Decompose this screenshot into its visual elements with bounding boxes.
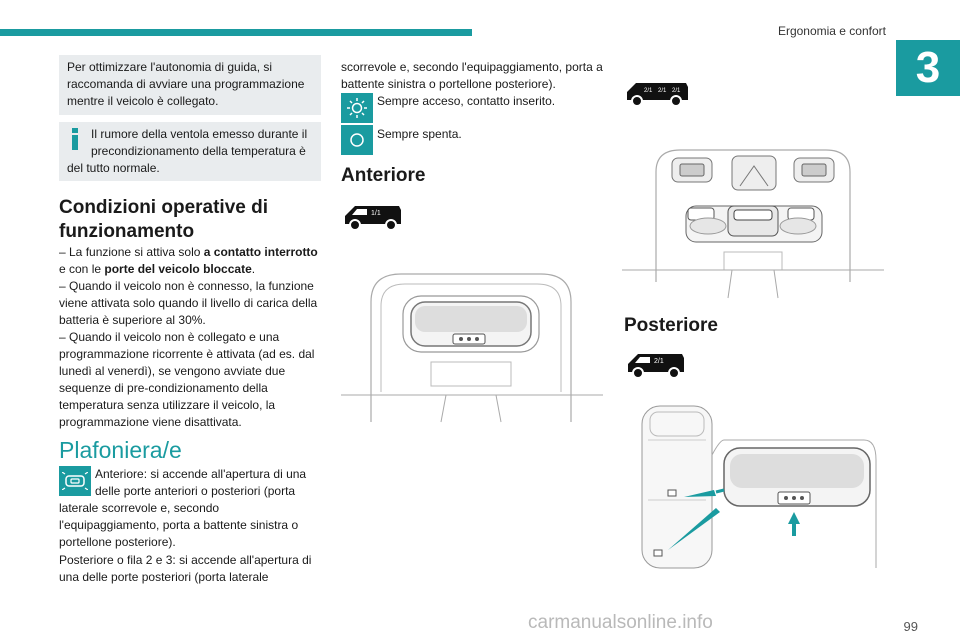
watermark: carmanualsonline.info <box>528 612 713 633</box>
van-icon-multi: 2/1 2/1 2/1 <box>627 83 688 107</box>
info-text: Il rumore della ventola emesso durante i… <box>67 127 308 175</box>
conditions-heading: Condizioni operative di funzionamento <box>59 197 269 242</box>
rear-lamp-illustration <box>641 405 877 569</box>
plafoniera-rear-text-part2: Posteriore o fila 2 e 3: si accende all'… <box>341 60 603 91</box>
condition-item-3: – Quando il veicolo non è collegato e un… <box>59 330 315 429</box>
van-badge-front: 1/1 <box>371 210 381 217</box>
chapter-title: Ergonomia e confort <box>777 24 886 38</box>
door-light-icon <box>59 466 91 496</box>
overhead-console-illustration <box>622 149 884 299</box>
van-badge-multi-1: 2/1 <box>644 88 653 94</box>
plafoniera-rear-text-part1: Posteriore o fila 2 e 3: si accende all'… <box>59 553 312 584</box>
van-badge-multi-3: 2/1 <box>672 88 681 94</box>
plafoniera-front-text: Anteriore: si accende all'apertura di un… <box>59 466 307 549</box>
anteriore-heading: Anteriore <box>341 165 426 186</box>
page-number: 99 <box>903 619 918 634</box>
van-badge-rear: 2/1 <box>654 358 664 365</box>
light-off-icon <box>341 125 373 155</box>
tip-box: Per ottimizzare l'autonomia di guida, si… <box>59 55 321 115</box>
info-box: Il rumore della ventola emesso durante i… <box>59 122 321 181</box>
posteriore-heading: Posteriore <box>624 315 718 336</box>
van-badge-multi-2: 2/1 <box>658 88 667 94</box>
light-on-text: Sempre acceso, contatto inserito. <box>377 94 556 108</box>
condition-item-2: – Quando il veicolo non è connesso, la f… <box>59 279 318 327</box>
conditions-list: – La funzione si attiva solo a contatto … <box>59 244 321 431</box>
condition-item-1: – La funzione si attiva solo a contatto … <box>59 245 318 276</box>
front-lamp-illustration <box>341 273 603 423</box>
light-on-icon <box>341 93 373 123</box>
tip-text: Per ottimizzare l'autonomia di guida, si… <box>67 60 305 108</box>
light-off-text: Sempre spenta. <box>377 127 462 141</box>
van-icon-front: 1/1 <box>345 206 401 231</box>
chapter-number-tab: 3 <box>896 40 960 96</box>
plafoniera-heading: Plafoniera/e <box>59 437 182 463</box>
header-accent-bar <box>0 29 472 36</box>
info-icon <box>67 128 83 150</box>
van-icon-rear: 2/1 <box>628 354 684 379</box>
